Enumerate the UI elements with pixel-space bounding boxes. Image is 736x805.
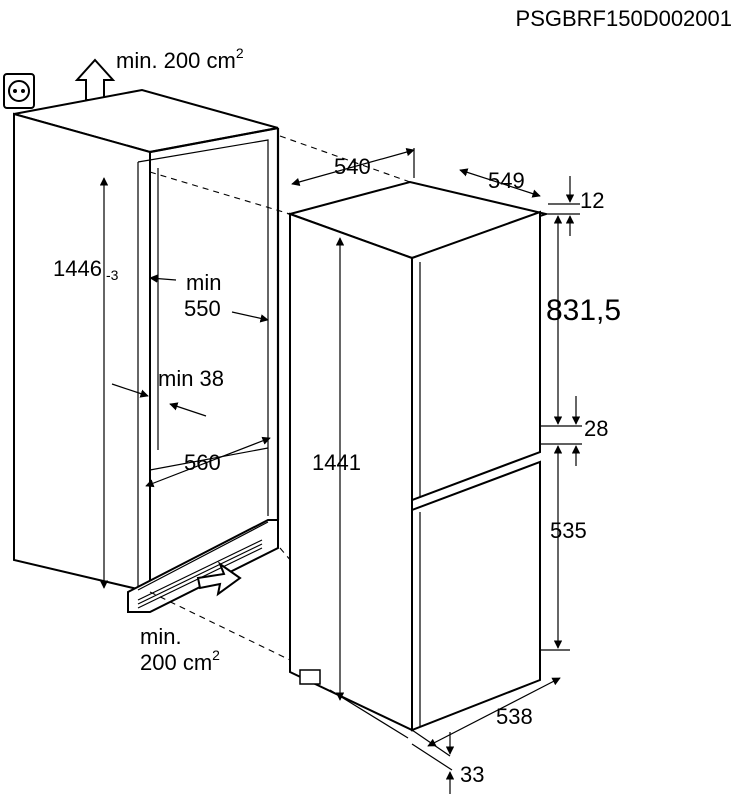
appliance-depth-dimension	[291, 147, 415, 187]
min-gap-value: min 38	[158, 366, 224, 391]
upper-door	[411, 210, 541, 502]
door-depth-value: 538	[496, 704, 533, 729]
appliance-body	[286, 180, 550, 739]
min-gap-arrow-left	[111, 383, 149, 398]
niche-min-label: min	[186, 270, 221, 295]
appliance-width-value: 549	[488, 168, 525, 193]
niche-width-arrow	[231, 311, 269, 323]
niche-cabinet	[13, 88, 280, 613]
upper-door-value: 831,5	[546, 294, 621, 327]
lower-door	[411, 460, 541, 732]
ventilation-bottom-line1: min.	[140, 624, 182, 649]
airflow-up-arrow-icon	[74, 58, 116, 101]
appliance-width-dimension	[459, 168, 541, 198]
door-gap-value: 28	[584, 416, 608, 441]
plinth-value: 33	[460, 762, 484, 787]
niche-height-tolerance: -3	[106, 267, 119, 283]
niche-width-value: 550	[184, 296, 221, 321]
niche-depth-dimension	[145, 436, 271, 488]
appliance-depth-value: 540	[334, 154, 371, 179]
niche-height-value: 1446	[53, 256, 102, 281]
appliance-height-value: 1441	[312, 450, 361, 475]
socket-icon	[3, 73, 35, 109]
airflow-in-arrow-icon	[196, 561, 242, 597]
ventilation-bottom-line2: 200 cm2	[140, 647, 220, 675]
ventilation-top-label: min. 200 cm2	[116, 45, 244, 73]
niche-depth-value: 560	[184, 450, 221, 475]
niche-width-arrow-left	[149, 274, 177, 283]
lower-door-value: 535	[550, 518, 587, 543]
min-gap-arrow-right	[169, 402, 207, 417]
product-code: PSGBRF150D002001	[516, 6, 732, 31]
top-gap-value: 12	[580, 188, 604, 213]
